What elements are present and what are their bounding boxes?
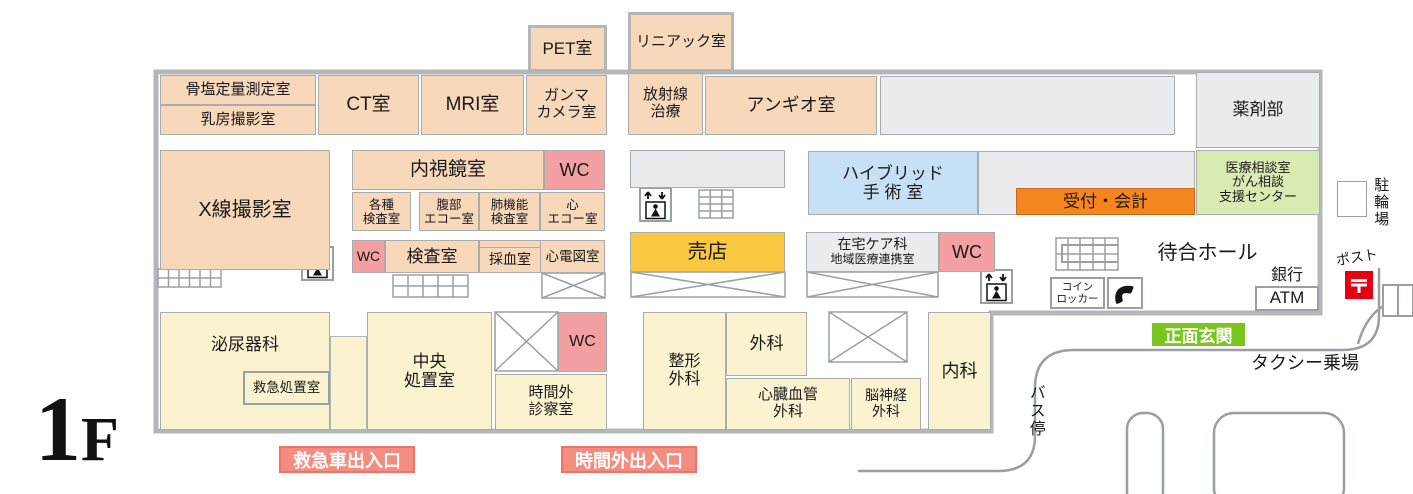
postal-mark-glyph (1351, 279, 1367, 293)
stairs-icon-xray (157, 268, 222, 288)
room-wc-south: WC (558, 312, 607, 372)
elevator-icon-center (639, 187, 672, 222)
room-mri: MRI室 (421, 75, 524, 135)
room-afterhours-exam: 時間外診察室 (495, 374, 607, 430)
room-cardiac-echo: 心エコー室 (540, 192, 605, 231)
room-pulmonary-exam: 肺機能検査室 (479, 192, 540, 231)
coin-locker-box: コイン ロッカー (1050, 277, 1105, 309)
room-linac: リニアック室 (628, 12, 734, 72)
phone-icon (1107, 277, 1143, 309)
corridor-gray-top (880, 76, 1175, 135)
bus-stop-label: バス停 (1026, 384, 1044, 438)
phone-receiver-glyph (1115, 285, 1134, 304)
island-large (1212, 411, 1346, 494)
bicycle-parking-label: 駐輪場 (1372, 176, 1390, 228)
room-consultation-center: 医療相談室 がん相談 支援センター (1196, 150, 1320, 215)
waiting-hall-label: 待合ホール (1157, 242, 1258, 264)
ambulance-exit-label: 救急車出入口 (279, 446, 415, 473)
room-emergency-treatment: 救急処置室 (243, 371, 330, 405)
room-homecare-liaison: 在宅ケア科 地域医療連携室 (806, 232, 939, 272)
island-small (1125, 411, 1165, 494)
postal-mark-icon (1345, 271, 1373, 299)
room-neurosurgery: 脳神経外科 (851, 378, 921, 430)
taxi-stand-label: タクシー乗場 (1251, 353, 1359, 374)
room-radiotherapy: 放射線治療 (628, 73, 703, 135)
room-mammography: 乳房撮影室 (160, 105, 316, 135)
room-internal-medicine: 内科 (928, 312, 991, 430)
main-entrance-label: 正面玄関 (1152, 323, 1245, 346)
room-pharmacy: 薬剤部 (1196, 72, 1320, 148)
room-wc-hall: WC (939, 232, 995, 272)
room-central-treatment: 中央処置室 (367, 312, 492, 430)
room-angio: アンギオ室 (705, 76, 877, 135)
room-general-exam: 各種検査室 (352, 192, 411, 231)
room-bone-density: 骨塩定量測定室 (160, 75, 316, 105)
room-cardiovascular-surgery: 心臓血管外科 (726, 378, 850, 430)
parking-squares (1382, 284, 1413, 317)
room-surgery: 外科 (726, 312, 807, 376)
room-wc-endoscopy: WC (544, 150, 605, 190)
bank-label: 銀行 (1270, 267, 1303, 285)
corridor-ambulance (330, 336, 367, 430)
atm-box: ATM (1255, 286, 1319, 311)
room-xray: X線撮影室 (160, 150, 330, 270)
room-endoscopy: 内視鏡室 (352, 150, 544, 190)
room-hybrid-or: ハイブリッド手 術 室 (808, 151, 978, 215)
room-pet: PET室 (528, 25, 607, 72)
bicycle-parking-box (1337, 181, 1367, 217)
afterhours-exit-label: 時間外出入口 (561, 446, 697, 473)
room-abdominal-echo: 腹部エコー室 (419, 192, 479, 231)
room-gamma-camera: ガンマカメラ室 (526, 75, 607, 135)
room-blood-draw: 採血室 (479, 247, 541, 273)
corridor-gray-center (630, 150, 785, 188)
room-ct: CT室 (318, 75, 419, 135)
room-wc-kensa: WC (352, 240, 385, 273)
elevator-icon-hall (980, 269, 1013, 304)
stairs-icon-center (698, 189, 734, 219)
room-ecg: 心電図室 (540, 240, 605, 273)
reception-accounting: 受付・会計 (1016, 188, 1195, 215)
room-laboratory: 検査室 (385, 240, 479, 273)
stairs-icon-hall (1055, 237, 1119, 271)
stairs-icon-kensa (392, 274, 469, 298)
room-shop: 売店 (630, 232, 785, 272)
floor-number: 1F (35, 378, 119, 480)
crossed-box-icons (494, 271, 939, 372)
room-orthopedics: 整形外科 (643, 312, 726, 430)
